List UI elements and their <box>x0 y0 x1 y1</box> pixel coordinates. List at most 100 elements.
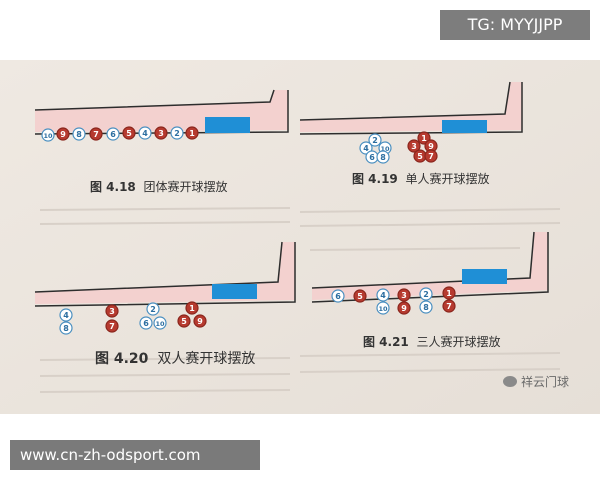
ball-label: 9 <box>60 130 66 139</box>
ball-label: 5 <box>417 152 423 161</box>
ball-5 <box>177 314 191 328</box>
ball-label: 3 <box>401 291 407 300</box>
ball-3 <box>397 288 411 302</box>
ball-label: 4 <box>380 291 386 300</box>
ball-2 <box>170 126 184 140</box>
ball-label: 10 <box>155 320 165 328</box>
ball-3 <box>407 139 421 153</box>
figure-title: 单人赛开球摆放 <box>405 172 490 186</box>
gate-rect <box>205 117 250 133</box>
ball-label: 7 <box>428 152 434 161</box>
ball-label: 8 <box>63 324 69 333</box>
ball-label: 2 <box>150 305 156 314</box>
ball-label: 6 <box>110 130 116 139</box>
ball-label: 4 <box>142 129 148 138</box>
ball-label: 5 <box>126 129 132 138</box>
ball-8 <box>59 321 73 335</box>
ball-4 <box>138 126 152 140</box>
ball-4 <box>376 288 390 302</box>
figure-number: 图 4.18 <box>90 180 136 194</box>
ball-5 <box>122 126 136 140</box>
ball-label: 2 <box>372 136 378 145</box>
ball-label: 7 <box>109 322 115 331</box>
bottom-watermark: www.cn-zh-odsport.com <box>10 440 260 470</box>
caption-4-19: 图 4.19 单人赛开球摆放 <box>352 170 489 187</box>
ball-label: 5 <box>181 317 187 326</box>
ball-label: 7 <box>93 130 99 139</box>
ball-label: 10 <box>380 145 390 153</box>
ball-label: 9 <box>401 304 407 313</box>
ball-label: 7 <box>446 302 452 311</box>
ball-label: 6 <box>369 153 375 162</box>
ball-1 <box>185 126 199 140</box>
ball-4 <box>59 308 73 322</box>
gate-rect <box>212 284 257 299</box>
ball-3 <box>105 304 119 318</box>
ball-label: 1 <box>446 289 452 298</box>
caption-4-18: 图 4.18 团体赛开球摆放 <box>90 178 227 195</box>
ball-label: 3 <box>158 129 164 138</box>
ball-group-4-20: 4 8 3 7 26 10 15 9 <box>59 301 207 335</box>
ball-2 <box>146 302 160 316</box>
ball-label: 1 <box>189 129 195 138</box>
ball-label: 9 <box>197 317 203 326</box>
ball-1 <box>442 286 456 300</box>
ball-label: 1 <box>189 304 195 313</box>
ball-7 <box>105 319 119 333</box>
figure-title: 双人赛开球摆放 <box>157 351 256 367</box>
top-watermark: TG: MYYJJPP <box>440 10 590 40</box>
caption-4-20: 图 4.20 双人赛开球摆放 <box>95 348 255 368</box>
ball-label: 8 <box>76 130 82 139</box>
ball-label: 3 <box>411 142 417 151</box>
ball-2 <box>419 287 433 301</box>
ball-9 <box>397 301 411 315</box>
ball-6 <box>139 316 153 330</box>
ball-5 <box>353 289 367 303</box>
ball-1 <box>185 301 199 315</box>
ball-10 <box>376 301 390 315</box>
ball-6 <box>106 127 120 141</box>
ball-7 <box>424 149 438 163</box>
ball-7 <box>89 127 103 141</box>
ball-8 <box>419 300 433 314</box>
ball-7 <box>442 299 456 313</box>
ball-label: 5 <box>357 292 363 301</box>
figure-title: 团体赛开球摆放 <box>143 180 228 194</box>
figure-number: 图 4.20 <box>95 351 149 367</box>
ball-label: 8 <box>423 303 429 312</box>
ball-2 <box>368 133 382 147</box>
ball-9 <box>193 314 207 328</box>
ball-9 <box>56 127 70 141</box>
logo-watermark: 祥云门球 <box>503 373 569 390</box>
logo-text: 祥云门球 <box>521 375 570 389</box>
ball-label: 4 <box>363 144 369 153</box>
ball-8 <box>72 127 86 141</box>
figure-number: 图 4.19 <box>352 172 398 186</box>
page-text-lines <box>39 207 561 393</box>
ball-label: 8 <box>380 153 386 162</box>
ball-label: 6 <box>335 292 341 301</box>
ball-label: 3 <box>109 307 115 316</box>
ball-label: 9 <box>428 142 434 151</box>
ball-label: 1 <box>421 134 427 143</box>
wechat-icon <box>503 376 517 387</box>
ball-label: 10 <box>378 305 388 313</box>
gate-rect <box>442 120 487 133</box>
caption-4-21: 图 4.21 三人赛开球摆放 <box>363 333 500 350</box>
ball-3 <box>154 126 168 140</box>
ball-10 <box>153 316 167 330</box>
court-figure-4-20: 4 8 3 7 26 10 15 9 <box>34 241 296 335</box>
ball-label: 4 <box>63 311 69 320</box>
ball-label: 6 <box>143 319 149 328</box>
figure-title: 三人赛开球摆放 <box>416 335 501 349</box>
ball-8 <box>376 150 390 164</box>
ball-10 <box>41 128 55 142</box>
